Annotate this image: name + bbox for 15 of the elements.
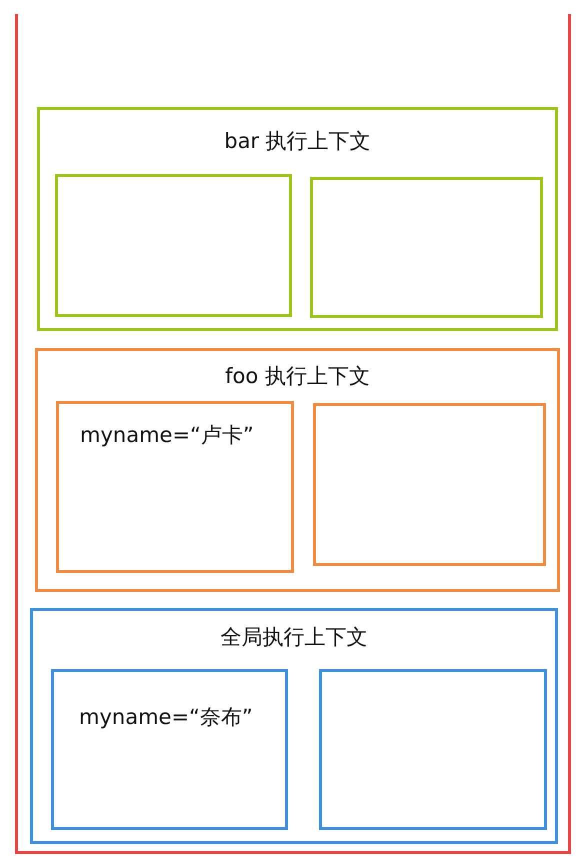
section-box bbox=[30, 608, 558, 844]
inner-box bbox=[55, 174, 292, 317]
inner-box bbox=[319, 669, 547, 830]
inner-box bbox=[313, 403, 546, 566]
variable-text: myname=“奈布” bbox=[79, 705, 253, 730]
section-box bbox=[37, 107, 558, 331]
inner-box bbox=[310, 177, 543, 318]
section-title: 全局执行上下文 bbox=[220, 625, 368, 650]
inner-box bbox=[56, 401, 294, 573]
section-title: foo 执行上下文 bbox=[225, 364, 370, 389]
inner-box bbox=[51, 669, 288, 830]
variable-text: myname=“卢卡” bbox=[80, 423, 254, 448]
section-box bbox=[35, 348, 560, 592]
outer-frame bbox=[15, 14, 571, 854]
section-title: bar 执行上下文 bbox=[224, 129, 371, 154]
